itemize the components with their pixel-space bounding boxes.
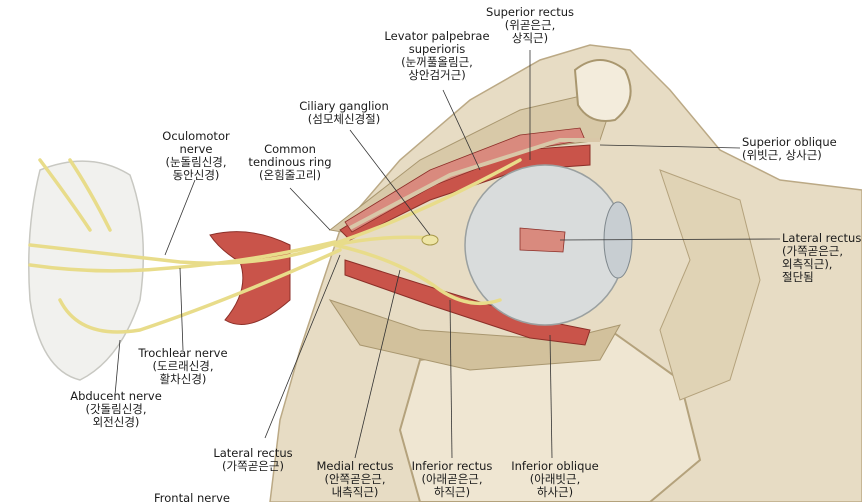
label-frontal-nerve: Frontal nerve (154, 492, 230, 502)
label-abducent-nerve: Abducent nerve (갓돌림신경, 외전신경) (70, 389, 162, 429)
label-superior-rectus: Superior rectus (위곧은근, 상직근) (486, 5, 574, 45)
label-oculomotor-nerve: Oculomotor nerve (눈돌림신경, 동안신경) (162, 129, 230, 182)
lateral-rectus-insertion (519, 227, 566, 253)
label-superior-oblique: Superior oblique (위빗근, 상사근) (742, 135, 837, 162)
lateral-wall (659, 169, 761, 401)
nerves (28, 158, 522, 334)
label-levator: Levator palpebrae superioris (눈꺼풀올림근, 상안… (384, 29, 490, 82)
superior-oblique-tendon (349, 138, 600, 230)
leader-lines (114, 50, 781, 459)
label-lateral-rectus: Lateral rectus (가쪽곧은근) (213, 446, 293, 473)
ciliary-ganglion-node (421, 234, 439, 246)
label-common-tendinous-ring: Common tendinous ring (온힘줄고리) (248, 142, 332, 182)
label-ciliary-ganglion: Ciliary ganglion (섬모체신경절) (299, 99, 389, 126)
label-lateral-rectus-cut: Lateral rectus (가쪽곧은근, 외측직근), 절단됨 (782, 231, 862, 284)
label-inferior-oblique: Inferior oblique (아래빗근, 하사근) (511, 459, 599, 499)
label-medial-rectus: Medial rectus (안쪽곧은근, 내측직근) (316, 459, 394, 499)
label-trochlear-nerve: Trochlear nerve (도르래신경, 활차신경) (138, 346, 228, 386)
orbital-floor (328, 299, 622, 371)
maxillary-sinus (398, 328, 702, 502)
frontal-sinus (573, 59, 632, 122)
label-inferior-rectus: Inferior rectus (아래곧은근, 하직근) (411, 459, 493, 499)
